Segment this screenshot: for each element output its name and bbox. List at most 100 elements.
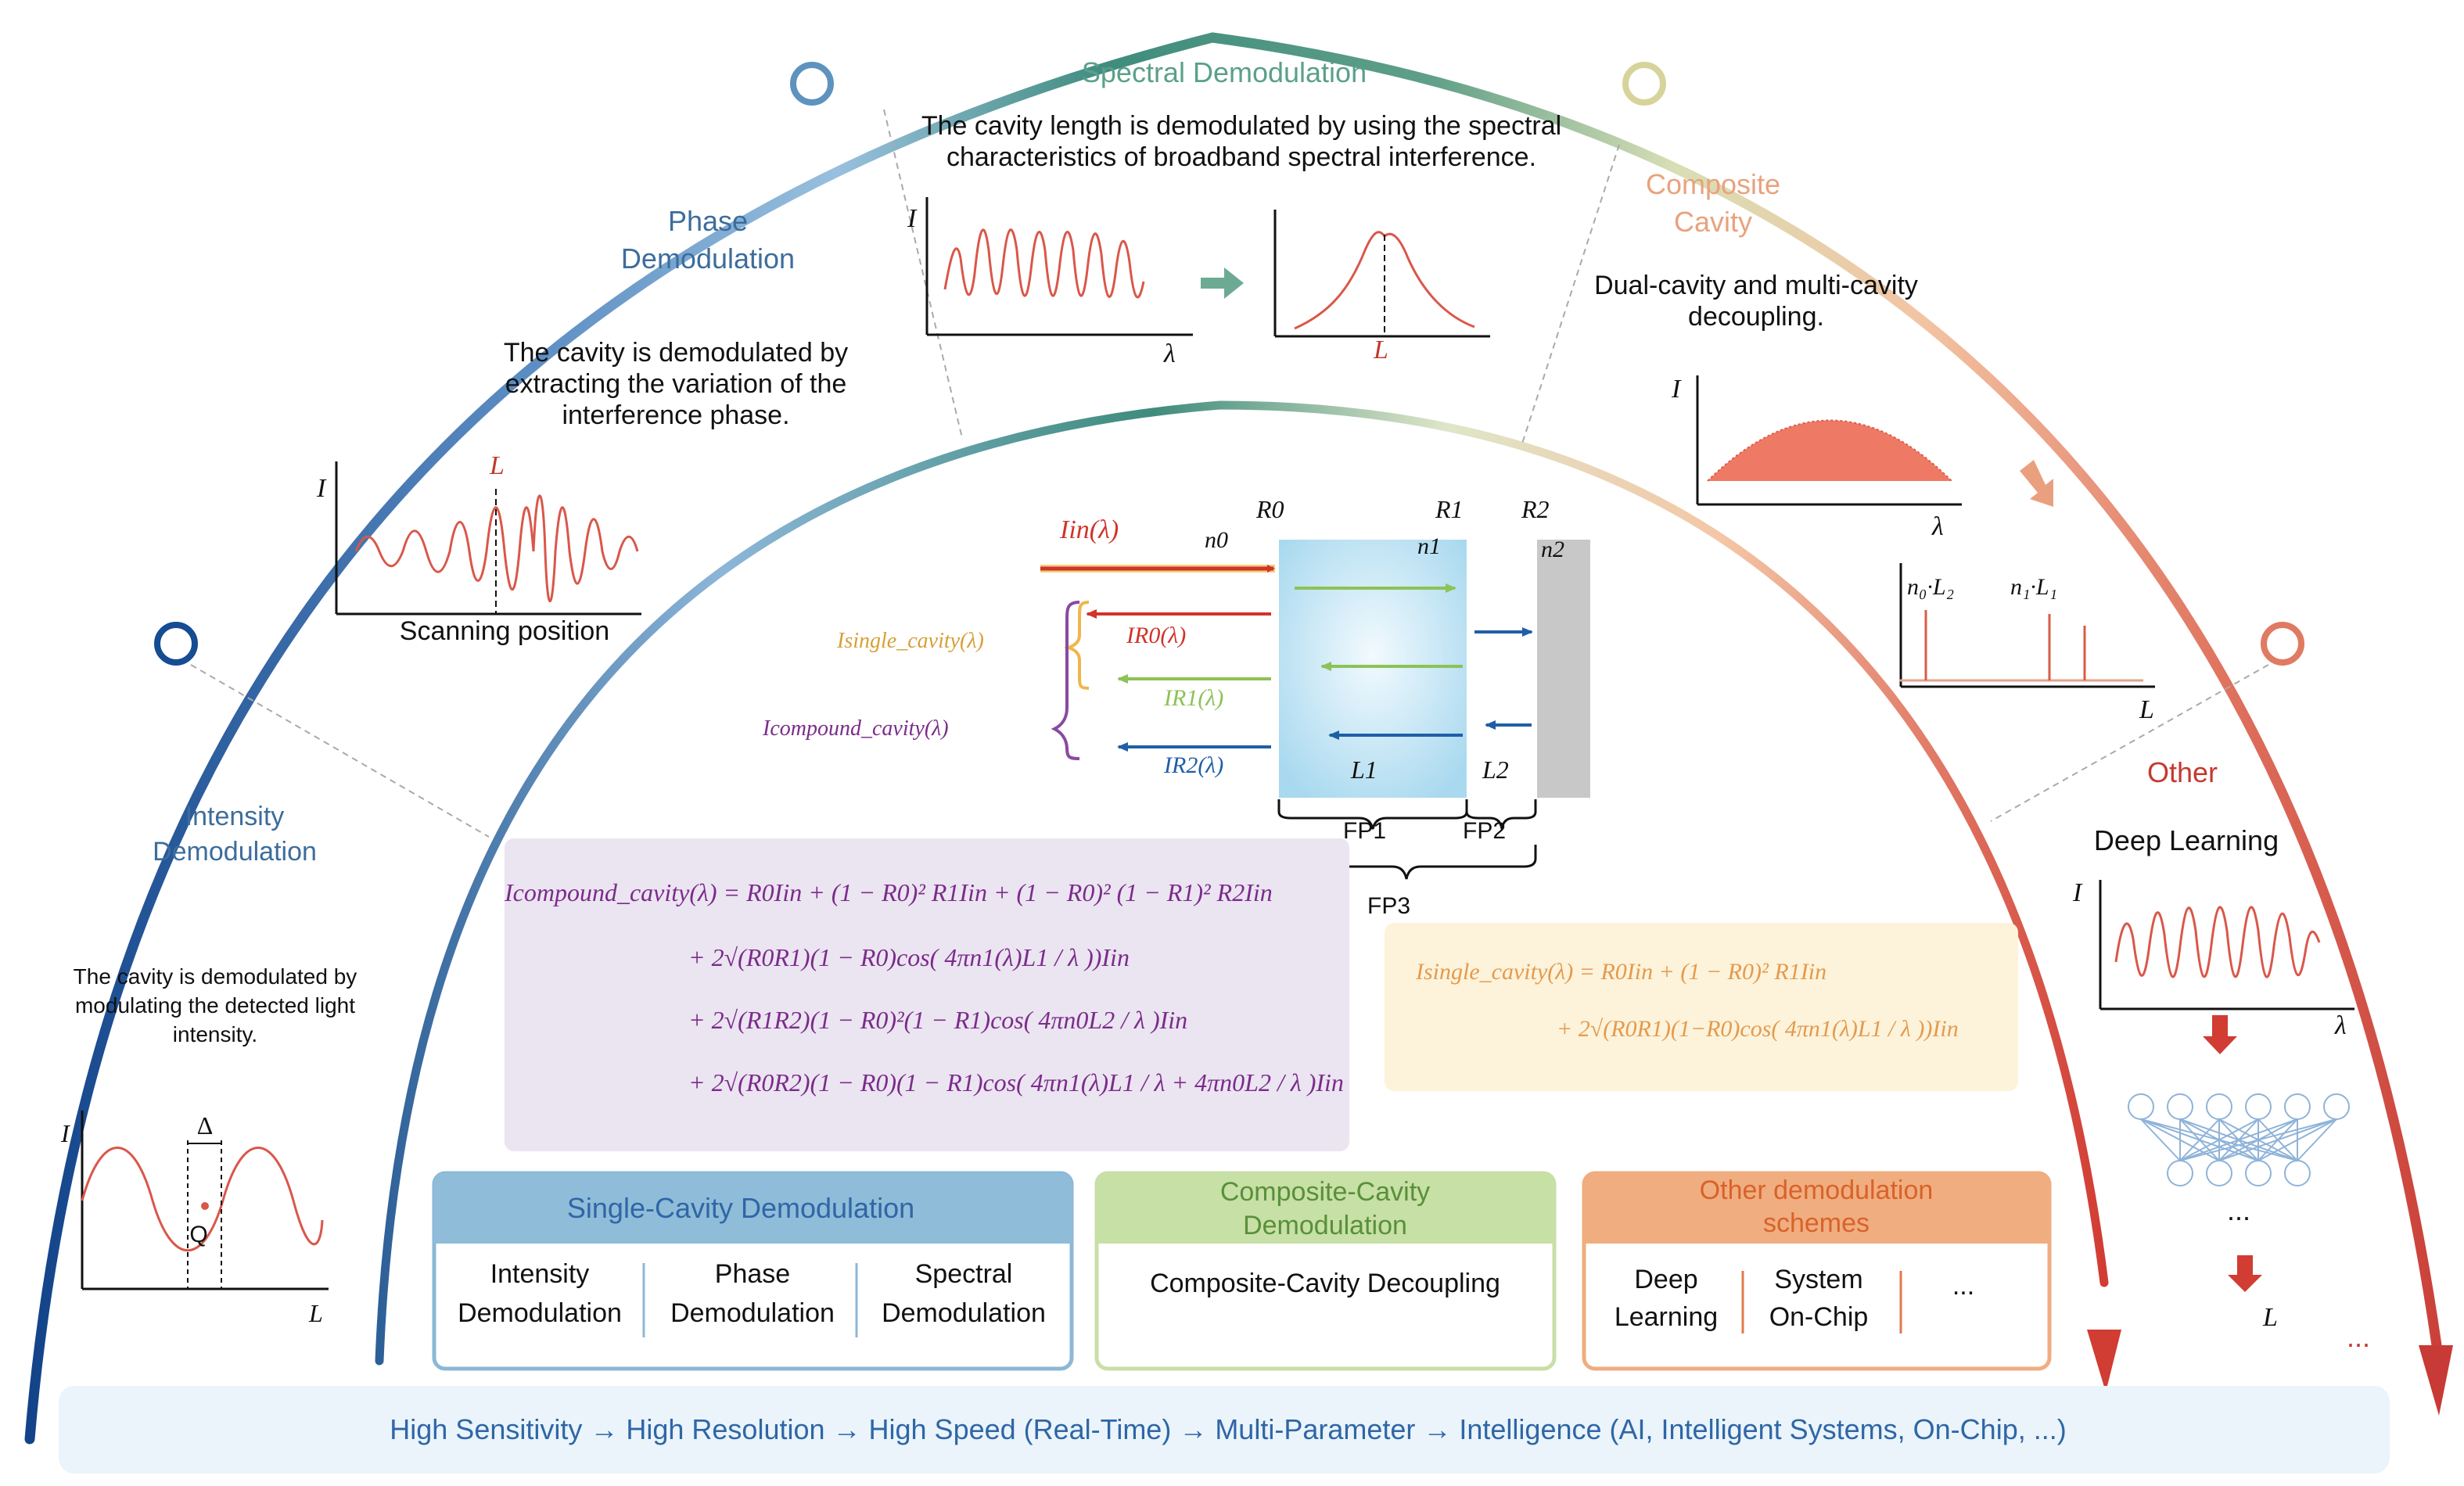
fp-ir2-label: IR2(λ) xyxy=(1163,752,1223,778)
fp2-label: FP2 xyxy=(1463,818,1506,844)
composite-title-1: Composite xyxy=(1646,168,1780,200)
composite-plot-2-x-label: L xyxy=(2139,695,2154,724)
phase-desc-3: interference phase. xyxy=(562,400,789,430)
node-intensity xyxy=(154,622,198,666)
compound-eq-line2: + 2√(R0R1)(1 − R0)cos( 4πn1(λ)L1 / λ ))I… xyxy=(688,943,1130,971)
intensity-plot xyxy=(81,1111,329,1290)
compound-equation-box xyxy=(505,838,1349,1151)
fp-r1-label: R1 xyxy=(1435,495,1464,523)
spectral-plot-1-y-label: I xyxy=(907,204,918,233)
single-brace xyxy=(1063,601,1090,690)
other-plot-y-label: I xyxy=(2072,878,2083,907)
cavity-block xyxy=(1279,540,1467,798)
spectral-plot-1-x-label: λ xyxy=(1163,339,1176,368)
fp-diagram xyxy=(1040,540,1590,880)
phase-plot-y-label: I xyxy=(316,474,327,503)
fp-r0-label: R0 xyxy=(1255,495,1284,523)
intensity-plot-x-label: L xyxy=(308,1299,323,1327)
node-phase xyxy=(790,62,834,106)
intensity-sine-curve xyxy=(81,1147,324,1251)
composite-plot-2 xyxy=(1899,563,2155,688)
spectral-plot-1 xyxy=(925,197,1193,336)
other-col1-l1: Deep xyxy=(1634,1265,1697,1294)
nn-connection xyxy=(2179,1118,2220,1161)
spectral-arrow xyxy=(1201,267,1244,299)
nn-connection xyxy=(2218,1118,2337,1161)
other-box-title-2: schemes xyxy=(1763,1208,1870,1238)
reflector-block xyxy=(1537,540,1590,798)
phase-title-1: Phase xyxy=(668,205,748,237)
other-nn-dots: ... xyxy=(2227,1194,2250,1226)
spectral-plot-2-peak-label: L xyxy=(1373,336,1388,364)
phase-desc-1: The cavity is demodulated by xyxy=(504,338,848,368)
intensity-plot-delta: Δ xyxy=(197,1111,214,1140)
spectral-desc-1: The cavity length is demodulated by usin… xyxy=(921,111,1561,141)
fp-ir1-label: IR1(λ) xyxy=(1163,685,1223,711)
single-cavity-box xyxy=(432,1171,1074,1371)
single-eq-line1: Isingle_cavity(λ) = R0Iin + (1 − R0)² R1… xyxy=(1415,959,1826,985)
compound-eq-line3: + 2√(R1R2)(1 − R0)²(1 − R1)cos( 4πn0L2 /… xyxy=(688,1006,1187,1034)
composite-title-2: Cavity xyxy=(1674,206,1752,238)
composite-desc-2: decoupling. xyxy=(1688,302,1824,332)
spectral-desc-2: characteristics of broadband spectral in… xyxy=(946,142,1536,172)
other-title: Other xyxy=(2147,756,2218,788)
phase-title-2: Demodulation xyxy=(621,242,795,275)
node-other xyxy=(2261,622,2304,666)
intensity-title-2: Demodulation xyxy=(153,837,317,867)
nn-connection xyxy=(2257,1118,2337,1161)
fp1-brace xyxy=(1277,799,1468,830)
inner-arc xyxy=(375,400,2109,1366)
spectral-title: Spectral Demodulation xyxy=(1082,56,1367,88)
phase-plot-x-label: Scanning position xyxy=(400,616,609,646)
fp1-label: FP1 xyxy=(1343,818,1386,844)
single-equation-box xyxy=(1385,923,2018,1091)
other-col2-l2: On-Chip xyxy=(1769,1302,1869,1332)
fp-iin-label: Iin(λ) xyxy=(1059,515,1119,544)
fp-single-label: Isingle_cavity(λ) xyxy=(836,629,984,653)
single-col3-l1: Spectral xyxy=(915,1259,1013,1289)
intensity-desc-1: The cavity is demodulated by xyxy=(74,964,357,989)
nn-connection xyxy=(2179,1118,2337,1161)
other-box-title-1: Other demodulation xyxy=(1700,1176,1934,1205)
nn-connection xyxy=(2140,1118,2181,1161)
phase-plot xyxy=(335,461,641,616)
phase-plot-peak-label: L xyxy=(489,451,505,480)
fp-compound-label: Icompound_cavity(λ) xyxy=(762,716,949,741)
intensity-plot-q: Q xyxy=(189,1222,207,1247)
compound-eq-line1: Icompound_cavity(λ) = R0Iin + (1 − R0)² … xyxy=(504,878,1273,906)
single-col2-l2: Demodulation xyxy=(670,1298,835,1328)
outer-arc-arrowhead xyxy=(2419,1345,2453,1416)
composite-box-body: Composite-Cavity Decoupling xyxy=(1150,1269,1500,1298)
composite-plot-2-peak1: n₀·L₂ xyxy=(1907,574,1954,600)
fp-ir0-label: IR0(λ) xyxy=(1126,623,1186,648)
inner-arc-arrowhead xyxy=(2087,1330,2121,1392)
nn-connection xyxy=(2297,1118,2337,1161)
single-eq-line2: + 2√(R0R1)(1−R0)cos( 4πn1(λ)L1 / λ ))Iin xyxy=(1557,1016,1959,1042)
other-fringes xyxy=(2114,906,2321,978)
other-col3: ... xyxy=(1952,1271,1974,1301)
fp-n0-label: n0 xyxy=(1205,527,1228,553)
composite-desc-1: Dual-cavity and multi-cavity xyxy=(1594,271,1918,300)
intensity-plot-y-label: I xyxy=(60,1119,70,1147)
nn-connection xyxy=(2179,1118,2298,1161)
single-box-title: Single-Cavity Demodulation xyxy=(567,1192,914,1224)
fp2-brace xyxy=(1465,799,1537,830)
node-composite xyxy=(1622,62,1666,106)
intensity-title-1: Intensity xyxy=(185,802,285,831)
other-col2-l1: System xyxy=(1774,1265,1862,1294)
other-plot-x-label: λ xyxy=(2334,1011,2347,1040)
composite-down-arrow xyxy=(2020,460,2053,507)
footer-bar xyxy=(59,1386,2390,1473)
composite-plot-1-x-label: λ xyxy=(1931,512,1944,541)
other-output-label: L xyxy=(2262,1303,2278,1332)
fp-l1-label: L1 xyxy=(1350,756,1377,784)
other-down-arrow-2 xyxy=(2228,1255,2262,1292)
outer-arc xyxy=(24,32,2442,1445)
composite-box-title-1: Composite-Cavity xyxy=(1220,1177,1430,1207)
other-col1-l2: Learning xyxy=(1615,1302,1718,1332)
fp3-label: FP3 xyxy=(1367,893,1410,919)
composite-box-title-2: Demodulation xyxy=(1243,1211,1407,1240)
composite-cavity-box xyxy=(1094,1171,1557,1371)
